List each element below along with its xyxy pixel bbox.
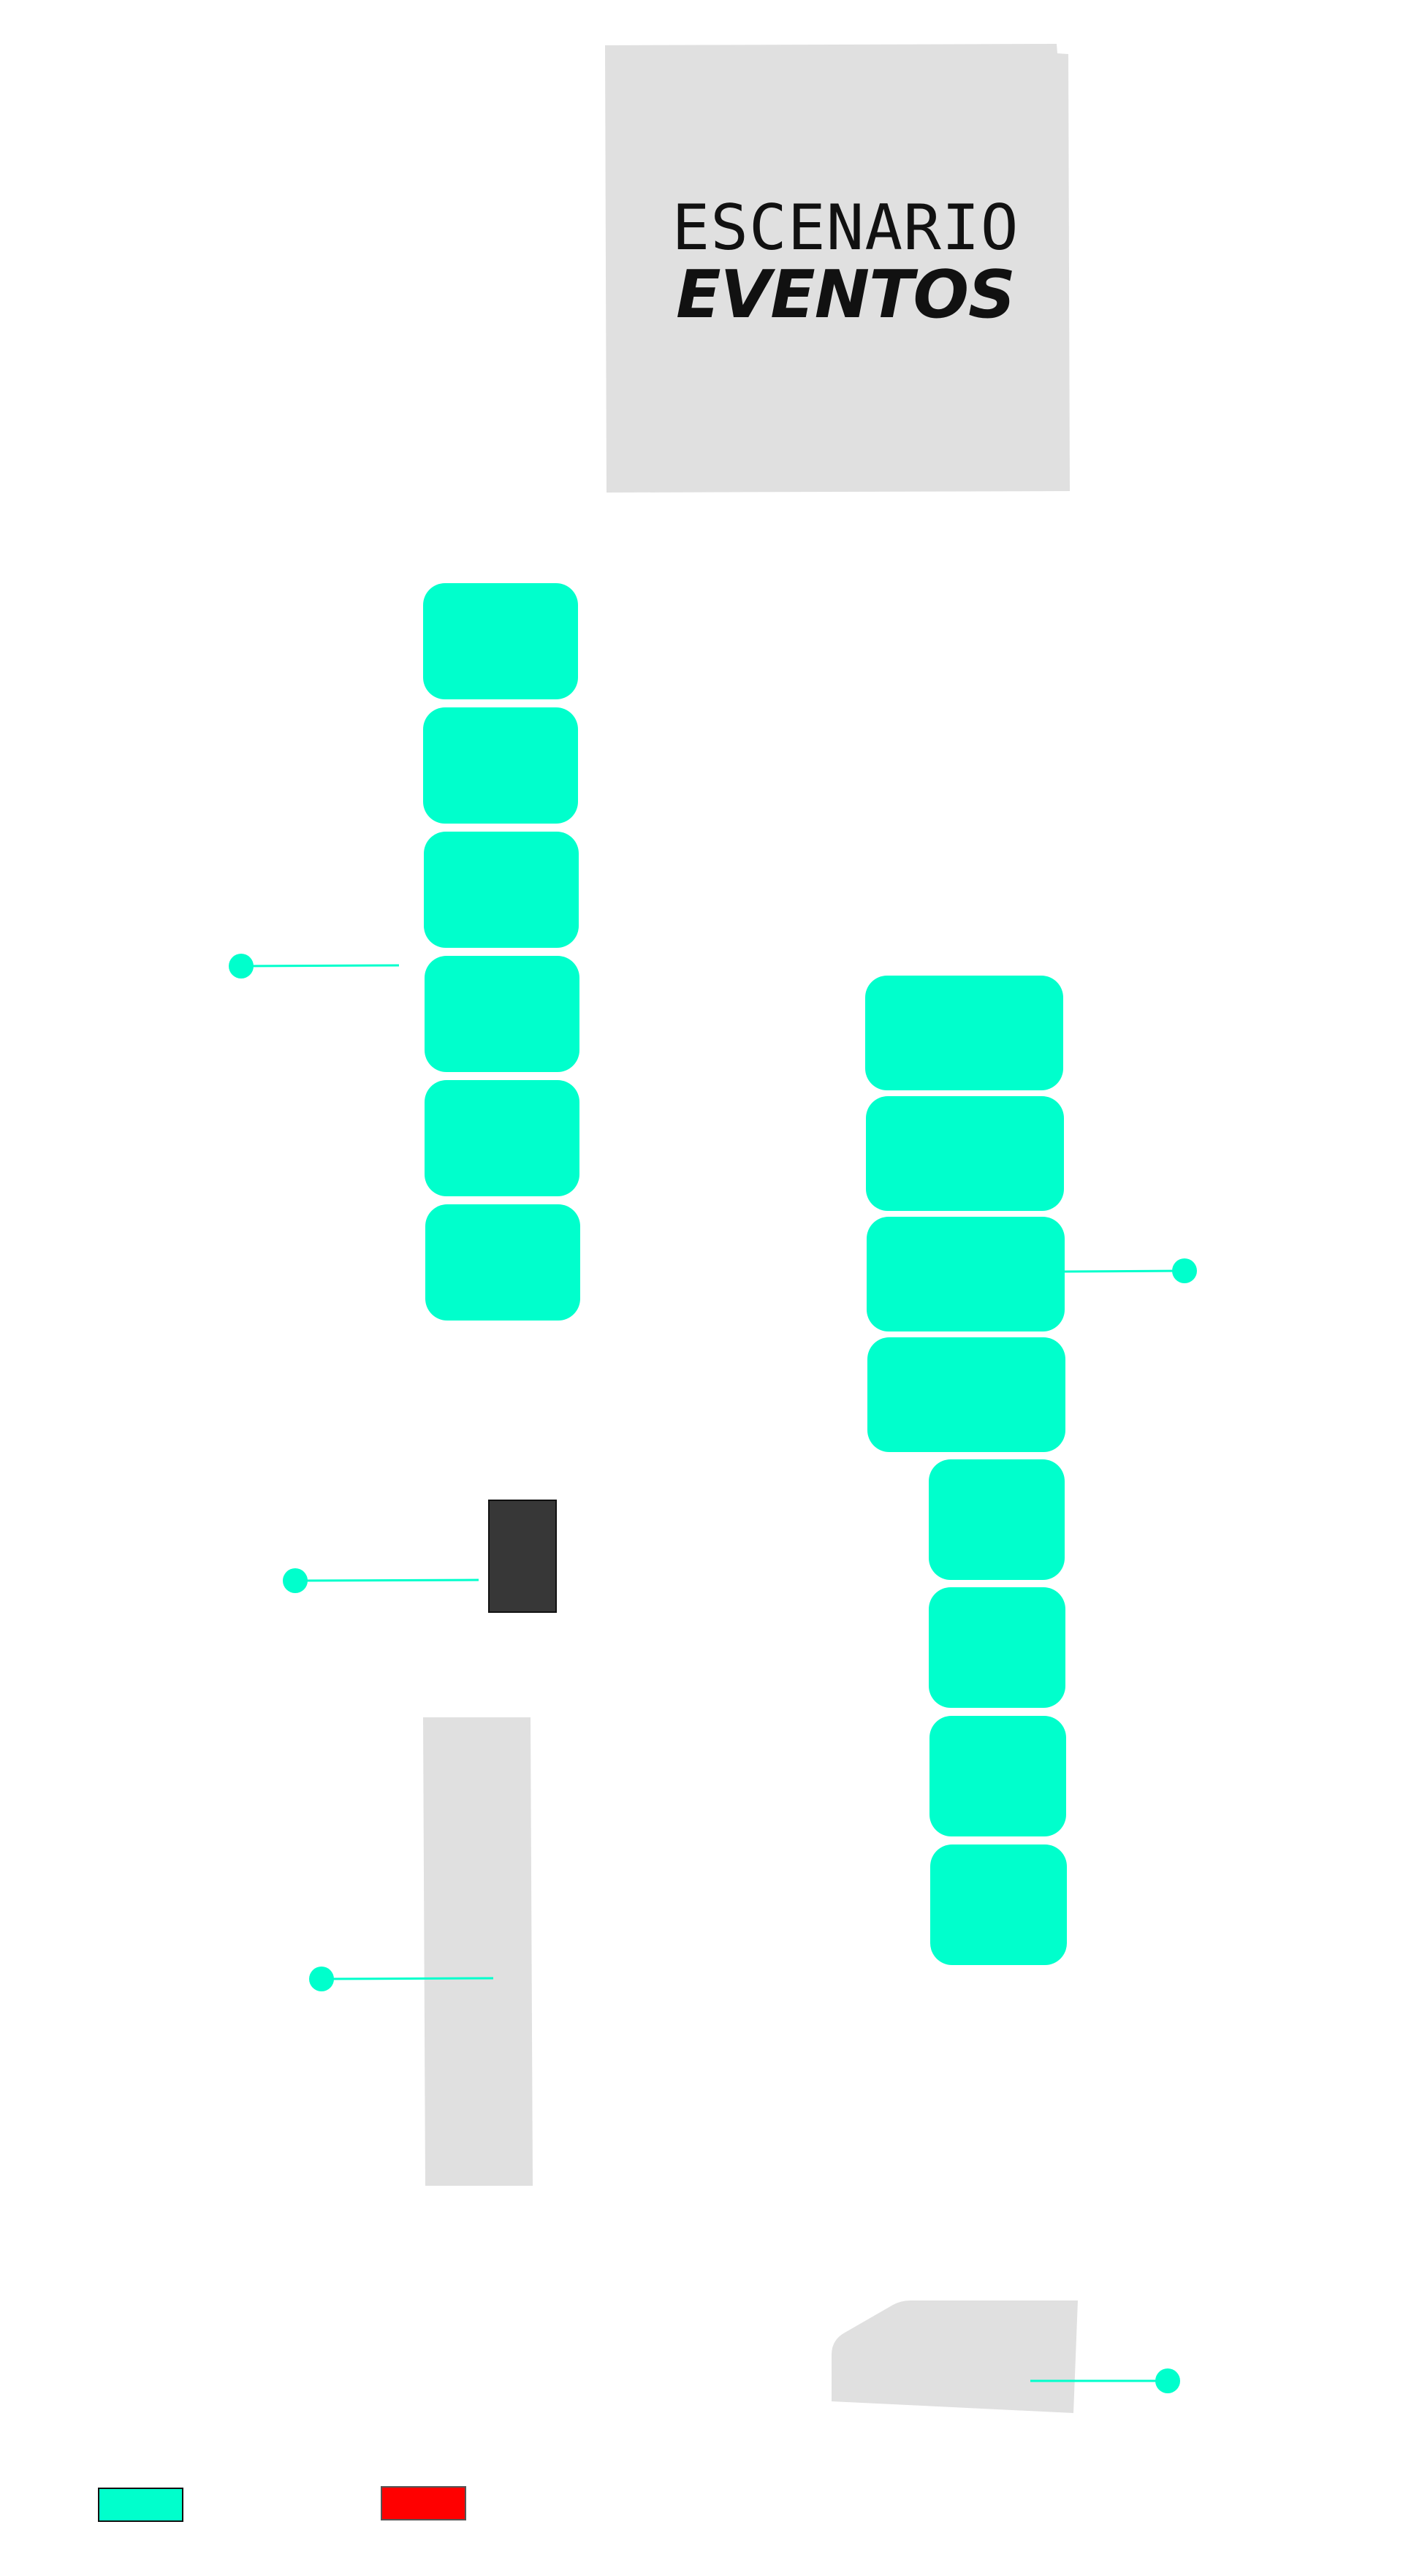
marker-dark-block[interactable] [283,1568,479,1593]
dark-block[interactable] [488,1500,557,1613]
marker-right-booths[interactable] [1064,1258,1197,1283]
legend-swatch-available [98,2488,183,2522]
booth-left-3[interactable] [424,832,579,948]
booth-left-2[interactable] [423,707,578,824]
marker-left-booths[interactable] [229,954,400,979]
legend-swatch-sold [381,2486,466,2520]
marker-dot[interactable] [1172,1258,1197,1283]
booth-right-narrow-4[interactable] [930,1844,1067,1965]
booth-right-narrow-1[interactable] [929,1459,1065,1580]
marker-grey-area-bottom[interactable] [1030,2368,1180,2393]
marker-dot[interactable] [309,1967,334,1991]
stage-area[interactable] [605,44,1070,493]
booth-column-left [423,583,580,1321]
booth-left-5[interactable] [425,1080,579,1196]
legend [98,2486,466,2522]
booth-right-narrow-3[interactable] [929,1716,1066,1836]
grey-area-tall[interactable] [423,1717,533,2186]
marker-grey-area-tall[interactable] [309,1967,494,1991]
booth-right-wide-3[interactable] [867,1217,1065,1331]
booth-column-right-narrow [929,1459,1067,1965]
booth-right-wide-4[interactable] [867,1337,1065,1452]
booth-right-wide-1[interactable] [865,976,1063,1090]
booth-right-wide-2[interactable] [866,1096,1064,1211]
marker-dot[interactable] [283,1568,308,1593]
booth-column-right-wide [865,976,1065,1452]
grey-area-bottom[interactable] [832,2300,1078,2413]
booth-left-1[interactable] [423,583,578,699]
booth-left-4[interactable] [425,956,579,1072]
booth-right-narrow-2[interactable] [929,1587,1065,1708]
marker-dot[interactable] [229,954,254,979]
booth-left-6[interactable] [425,1204,580,1321]
marker-dot[interactable] [1155,2368,1180,2393]
